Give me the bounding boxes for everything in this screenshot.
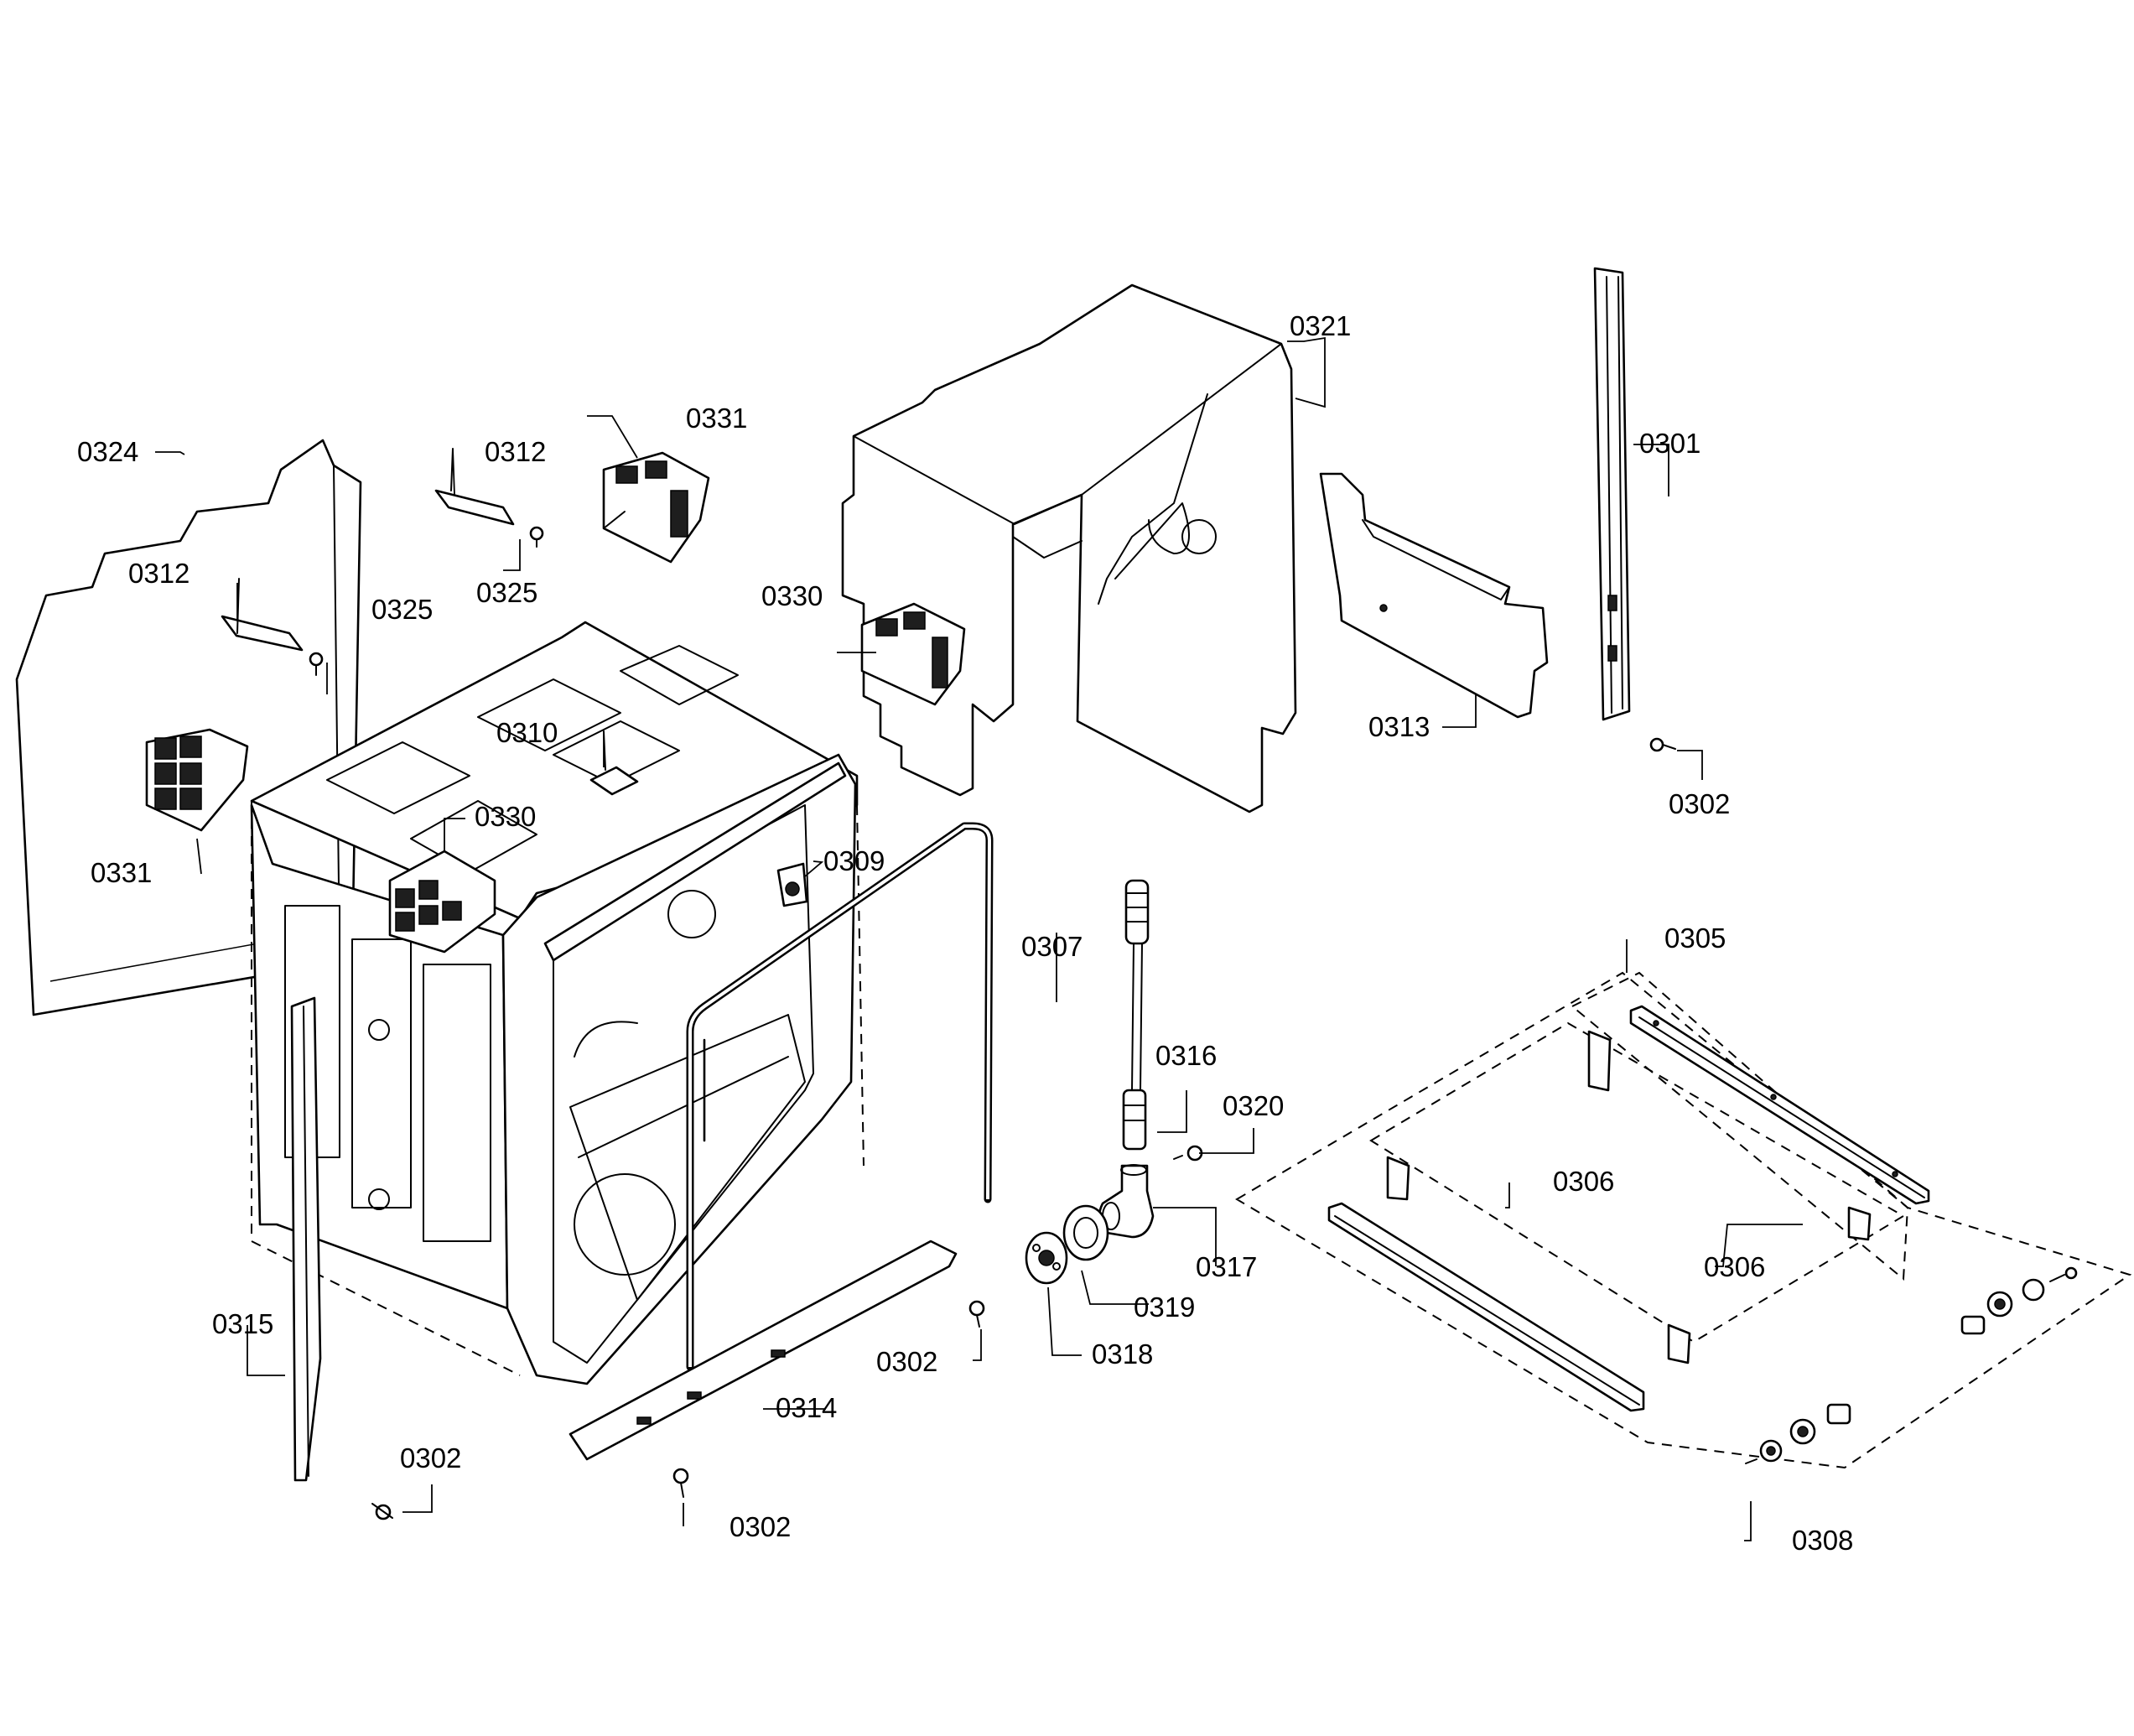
callout-0325: 0325 (371, 594, 433, 625)
callout-0307: 0307 (1021, 931, 1083, 962)
leveling-foot-part[interactable] (1745, 1403, 1851, 1464)
drain-hose-part[interactable] (1122, 879, 1150, 1151)
callout-0302: 0302 (876, 1346, 937, 1377)
callout-0331: 0331 (686, 403, 747, 434)
side-strip-part[interactable] (290, 996, 322, 1482)
rail-part[interactable] (1629, 1005, 1930, 1205)
glide-part[interactable] (1667, 1323, 1691, 1364)
screw-part[interactable] (672, 1468, 689, 1498)
ring-part[interactable] (1062, 1204, 1109, 1261)
clip-block-part[interactable] (860, 602, 966, 706)
callout-0302: 0302 (730, 1511, 791, 1542)
callout-0302: 0302 (1669, 788, 1730, 819)
callout-0301: 0301 (1639, 428, 1700, 459)
screw-part[interactable] (309, 652, 324, 676)
callout-0324: 0324 (77, 436, 138, 467)
toe-kick-part[interactable] (569, 1240, 958, 1461)
callout-0325: 0325 (476, 577, 537, 608)
callout-0318: 0318 (1092, 1338, 1153, 1370)
insulation-blanket-part[interactable] (841, 283, 1297, 813)
callout-0302: 0302 (400, 1442, 461, 1474)
side-trim-part[interactable] (1593, 267, 1631, 721)
callout-0305: 0305 (1664, 923, 1726, 954)
clip-block-part[interactable] (602, 451, 710, 564)
screw-part[interactable] (529, 526, 544, 548)
callout-0313: 0313 (1368, 711, 1430, 742)
rail-part[interactable] (1327, 1202, 1645, 1412)
callout-0317: 0317 (1196, 1251, 1257, 1282)
glide-part[interactable] (1847, 1206, 1872, 1241)
callout-0314: 0314 (776, 1392, 837, 1423)
callout-0306: 0306 (1704, 1251, 1765, 1282)
glide-part[interactable] (1386, 1156, 1410, 1201)
cap-part[interactable] (1025, 1231, 1068, 1285)
glide-part[interactable] (1587, 1030, 1612, 1092)
callout-0320: 0320 (1223, 1090, 1284, 1121)
callout-0308: 0308 (1792, 1525, 1853, 1556)
callout-0331: 0331 (91, 857, 152, 888)
callout-0319: 0319 (1134, 1292, 1195, 1323)
callout-0312: 0312 (485, 436, 546, 467)
callout-0315: 0315 (212, 1308, 273, 1339)
bracket-part[interactable] (776, 862, 808, 907)
callout-0312: 0312 (128, 558, 190, 589)
callout-0306: 0306 (1553, 1166, 1614, 1197)
door-gasket-part[interactable] (151, 0, 994, 1371)
screw-part[interactable] (371, 1503, 393, 1520)
bracket-part[interactable] (221, 578, 304, 652)
callout-0316: 0316 (1155, 1040, 1217, 1071)
callout-0330: 0330 (475, 801, 536, 832)
callout-0310: 0310 (496, 717, 558, 748)
insulation-strip-part[interactable] (1319, 472, 1549, 719)
leveling-foot-part[interactable] (1960, 1266, 2078, 1335)
clip-block-part[interactable] (388, 850, 496, 954)
base-frame-part[interactable] (1235, 971, 2132, 1469)
clip-block-part[interactable] (145, 728, 249, 832)
callout-0330: 0330 (761, 580, 823, 611)
screw-part[interactable] (1173, 1145, 1203, 1162)
screw-part[interactable] (1649, 737, 1676, 752)
callout-0321: 0321 (1290, 310, 1351, 341)
callout-0309: 0309 (823, 845, 885, 876)
screw-part[interactable] (968, 1300, 985, 1328)
